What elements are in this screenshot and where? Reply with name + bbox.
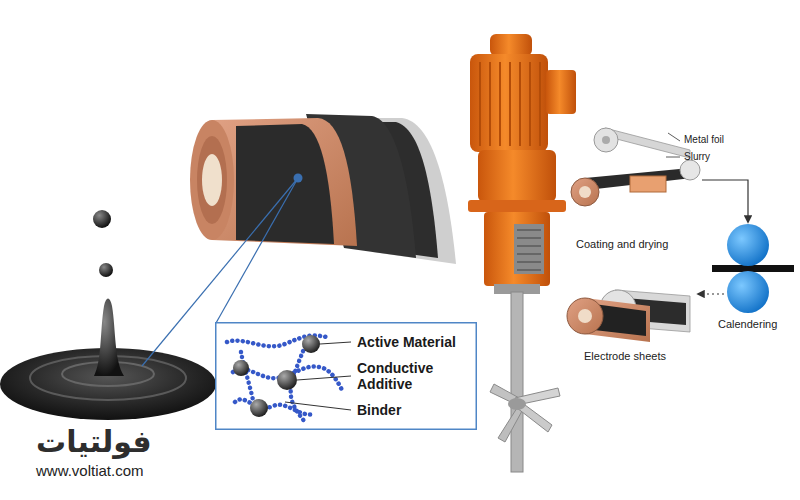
inset-box: Active MaterialConductive AdditiveBinder <box>215 322 477 430</box>
part-label: Metal foil <box>684 134 724 146</box>
inset-label: Binder <box>357 402 475 418</box>
step-label: Calendering <box>718 318 777 331</box>
watermark-url: www.voltiat.com <box>36 462 144 480</box>
step-label: Coating and drying <box>576 238 668 251</box>
step-label: Electrode sheets <box>584 350 666 363</box>
watermark: فولتيات <box>36 424 152 460</box>
part-label: Slurry <box>684 151 710 163</box>
inset-label: Conductive Additive <box>357 360 475 392</box>
inset-label: Active Material <box>357 334 475 350</box>
